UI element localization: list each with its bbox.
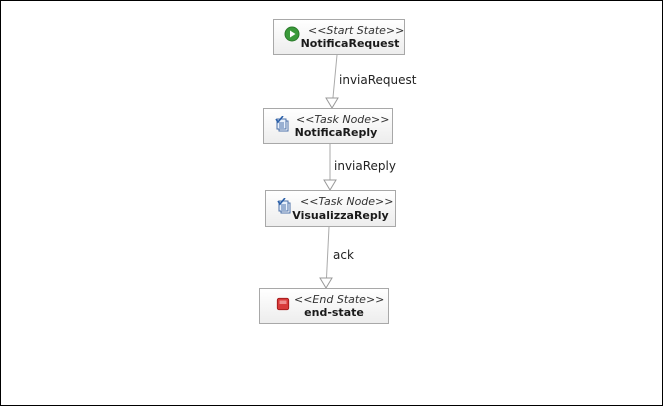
node-name: NotificaRequest (300, 37, 400, 50)
arrowhead-icon (325, 97, 339, 109)
node-stereotype: <<Task Node>> (296, 113, 390, 126)
task-icon (275, 116, 289, 132)
transition-label: inviaReply (334, 159, 396, 173)
task-node[interactable]: <<Task Node>> NotificaReply (263, 108, 393, 144)
node-name: NotificaReply (294, 126, 378, 139)
end-state-node[interactable]: <<End State>> end-state (259, 288, 389, 324)
arrowhead-icon (323, 179, 337, 191)
node-stereotype: <<Task Node>> (300, 195, 394, 208)
start-state-node[interactable]: <<Start State>> NotificaRequest (273, 19, 405, 55)
node-name: end-state (304, 306, 364, 319)
node-stereotype: <<Start State>> (308, 24, 405, 37)
node-stereotype: <<End State>> (294, 293, 385, 306)
stop-icon (276, 297, 290, 311)
node-name: VisualizzaReply (292, 209, 389, 222)
transition-label: inviaRequest (339, 73, 417, 87)
transition-edge[interactable] (325, 54, 339, 109)
transition-label: ack (333, 248, 354, 262)
arrowhead-icon (319, 277, 333, 289)
task-node[interactable]: <<Task Node>> VisualizzaReply (265, 190, 396, 227)
play-icon (284, 26, 300, 42)
transition-edge[interactable] (319, 226, 333, 289)
transition-edge[interactable] (323, 144, 337, 191)
task-icon (277, 198, 291, 214)
